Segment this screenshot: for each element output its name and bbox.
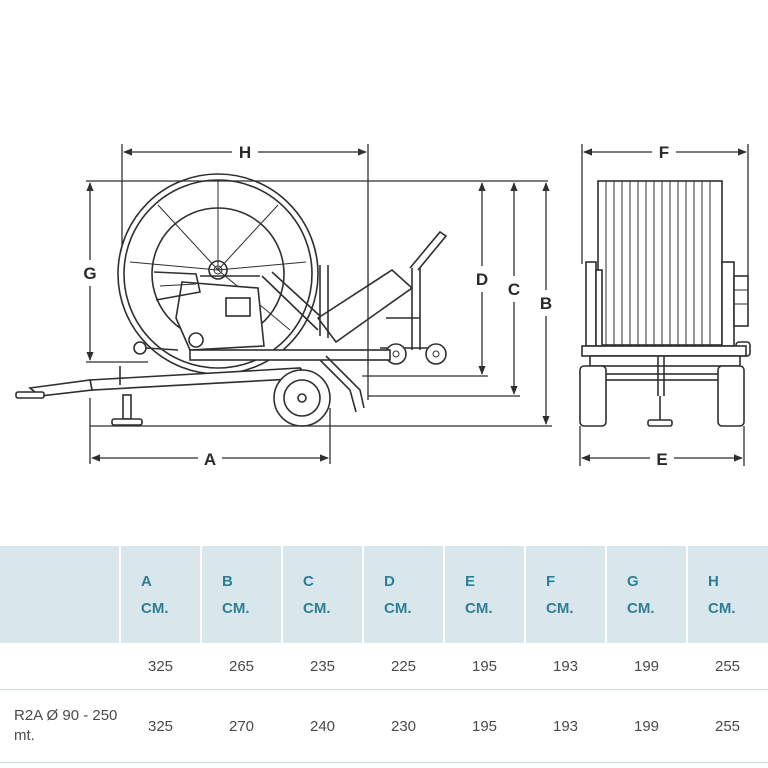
value-cell: 255 — [687, 643, 768, 690]
side-dimensions — [86, 144, 552, 464]
value-cell: 270 — [201, 689, 282, 763]
value-cell: 255 — [687, 689, 768, 763]
label-g: G — [83, 264, 96, 283]
value-cell: 199 — [606, 643, 687, 690]
value-cell: 199 — [606, 689, 687, 763]
label-h: H — [239, 143, 251, 162]
value-cell: 325 — [120, 689, 201, 763]
side-view — [15, 173, 448, 427]
table-row: 325 265 235 225 195 193 199 255 — [0, 643, 768, 690]
value-cell: 230 — [363, 689, 444, 763]
technical-drawing: H G D C B A F E — [15, 143, 751, 469]
value-cell: 235 — [282, 643, 363, 690]
model-cell: R2A Ø 90 - 250 mt. — [0, 689, 120, 763]
header-cell — [0, 546, 121, 643]
value-cell: 265 — [201, 643, 282, 690]
label-d: D — [476, 270, 488, 289]
value-cell: 195 — [444, 689, 525, 763]
label-e: E — [656, 450, 667, 469]
label-b: B — [540, 294, 552, 313]
value-cell: 193 — [525, 643, 606, 690]
value-cell: 193 — [525, 689, 606, 763]
value-cell: 325 — [120, 643, 201, 690]
value-cell: 225 — [363, 643, 444, 690]
value-cell: 195 — [444, 643, 525, 690]
label-c: C — [508, 280, 520, 299]
rear-view — [579, 180, 751, 427]
rear-dimensions — [579, 144, 749, 466]
table-row: R2A Ø 90 - 250 mt. 325 270 240 230 195 1… — [0, 689, 768, 763]
label-f: F — [659, 143, 669, 162]
value-cell: 240 — [282, 689, 363, 763]
label-a: A — [204, 450, 216, 469]
model-cell — [0, 643, 120, 690]
